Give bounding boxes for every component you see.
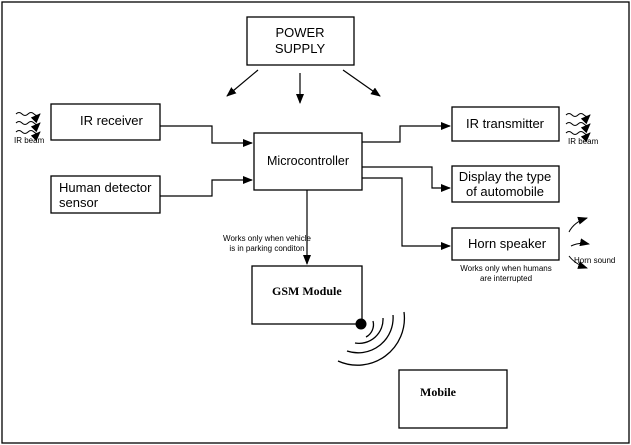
mobile-label: Mobile <box>420 385 457 399</box>
power-supply-label-line1: POWER <box>275 25 324 40</box>
ir-beam-in-label: IR beam <box>14 136 45 145</box>
human-detector-label-line1: Human detector <box>59 180 152 195</box>
horn-condition-note-line2: are interrupted <box>480 274 532 283</box>
microcontroller-block: Microcontroller <box>253 132 363 191</box>
power-supply-block: POWER SUPPLY <box>246 16 355 66</box>
microcontroller-to-horn-arrow <box>362 177 451 250</box>
human-detector-block: Human detector sensor <box>50 175 161 214</box>
signal-waves-icon <box>337 311 406 366</box>
ir-beam-in-waves <box>15 112 41 142</box>
antenna-dot <box>355 318 367 330</box>
mobile-block: Mobile <box>398 369 508 429</box>
ir-receiver-to-microcontroller-arrow <box>160 125 253 147</box>
horn-condition-note-line1: Works only when humans <box>460 264 551 273</box>
power-supply-label-line2: SUPPLY <box>275 41 326 56</box>
gsm-module-block: GSM Module <box>251 265 363 325</box>
ir-beam-out-waves <box>565 113 591 143</box>
power-arrows <box>226 69 381 104</box>
ir-receiver-block: IR receiver <box>50 103 161 141</box>
power-arrow-right <box>342 69 381 97</box>
ir-beam-out-label: IR beam <box>568 137 599 146</box>
horn-speaker-label: Horn speaker <box>468 236 547 251</box>
human-detector-to-microcontroller-arrow <box>160 176 253 197</box>
microcontroller-to-display-arrow <box>362 166 451 192</box>
display-block: Display the type of automobile <box>451 165 560 203</box>
human-detector-label-line2: sensor <box>59 195 99 210</box>
microcontroller-label: Microcontroller <box>267 154 349 168</box>
gsm-condition-note-line1: Works only when vehicle <box>223 234 311 243</box>
gsm-module-label: GSM Module <box>272 284 342 298</box>
horn-speaker-block: Horn speaker <box>451 227 560 261</box>
gsm-condition-note-line2: is in parking conditon <box>229 244 304 253</box>
ir-receiver-label: IR receiver <box>80 113 144 128</box>
display-label-line1: Display the type <box>459 169 552 184</box>
horn-sound-waves <box>568 216 590 269</box>
power-arrow-left <box>226 69 259 97</box>
ir-transmitter-block: IR transmitter <box>451 106 560 142</box>
ir-transmitter-label: IR transmitter <box>466 116 545 131</box>
horn-sound-label: Horn sound <box>574 256 615 265</box>
display-label-line2: of automobile <box>466 184 544 199</box>
microcontroller-to-ir-transmitter-arrow <box>362 122 451 143</box>
